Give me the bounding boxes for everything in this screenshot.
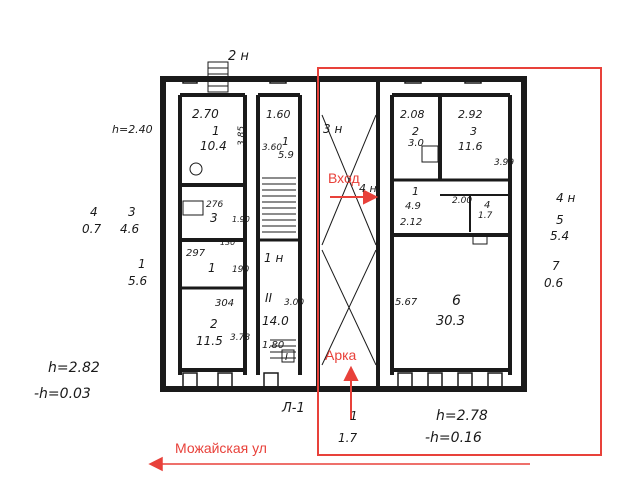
plan-label: -h=0.16 xyxy=(425,430,482,446)
plan-label: 6 xyxy=(452,293,461,309)
plan-label: 2.08 xyxy=(400,108,425,121)
plan-label: II xyxy=(265,291,273,305)
bath-icon xyxy=(182,200,204,216)
plan-label: 11.6 xyxy=(458,140,483,153)
plan-label: 1.80 xyxy=(262,340,284,351)
plan-label: 2 н xyxy=(228,49,249,64)
plan-label: 1 xyxy=(138,257,146,271)
small-fixture-icon xyxy=(281,349,295,363)
plan-label: 1.7 xyxy=(338,431,357,445)
plan-label: 30.3 xyxy=(436,314,465,329)
plan-label: 2.92 xyxy=(458,108,483,121)
plan-label: 5.6 xyxy=(128,274,147,288)
entrance-label: Вход xyxy=(328,170,360,186)
plan-label: 3.85 xyxy=(237,126,247,146)
plan-label: h=2.82 xyxy=(48,360,100,376)
plan-label: 2 xyxy=(412,125,419,138)
plan-label: 276 xyxy=(206,200,223,210)
arch-cross xyxy=(321,249,377,366)
top-stairs xyxy=(207,61,229,93)
plan-label: 4.6 xyxy=(120,222,139,236)
plan-label: 1.60 xyxy=(266,108,291,121)
plan-label: 5.9 xyxy=(278,150,294,161)
arch-label: Арка xyxy=(325,347,357,363)
plan-label: 7 xyxy=(552,259,560,273)
plan-label: 3 xyxy=(470,125,477,138)
plan-label: 304 xyxy=(215,298,234,309)
stair-treads xyxy=(262,177,296,359)
plan-label: 4 н xyxy=(556,191,575,205)
plan-label: 3.0 xyxy=(408,138,424,149)
plan-label: 3.60 xyxy=(262,143,282,153)
plan-label: 3 xyxy=(210,211,218,225)
plan-label: 4 н xyxy=(359,182,377,195)
plan-label: 2 xyxy=(210,317,218,331)
plan-label: 4 xyxy=(484,200,490,211)
plan-label: -h=0.03 xyxy=(34,386,91,402)
plan-label: 5 xyxy=(556,213,564,227)
plan-label: 11.5 xyxy=(196,334,223,348)
plan-label: 1.90 xyxy=(232,215,250,224)
plan-label: 4.9 xyxy=(405,201,421,212)
plan-label: 297 xyxy=(186,248,206,259)
plan-label: 5.4 xyxy=(550,229,569,243)
plan-label: 3.00 xyxy=(284,298,304,308)
outer-wall xyxy=(160,76,527,392)
plan-label: Л-1 xyxy=(281,401,305,416)
plan-label: 1 н xyxy=(264,251,283,265)
stove-icon xyxy=(421,145,439,163)
plan-label: 10.4 xyxy=(200,139,227,153)
plan-label: 1 xyxy=(282,135,289,148)
plan-label: 130 xyxy=(220,238,235,247)
windows xyxy=(182,76,503,392)
plan-label: 14.0 xyxy=(262,314,289,328)
plan-label: 4 xyxy=(90,205,98,219)
plan-labels: 2 н h=2.40 2.70 1 10.4 3.85 276 3 1.90 4… xyxy=(34,49,575,446)
plan-label: 3.78 xyxy=(230,333,250,343)
small-fixture-icon xyxy=(472,235,488,245)
plan-label: 1 xyxy=(350,409,358,423)
plan-label: 2.70 xyxy=(192,107,219,121)
plan-label: 2.12 xyxy=(400,217,422,228)
plan-label: 2.00 xyxy=(452,196,472,206)
plan-label: 1 xyxy=(208,261,216,275)
highlight-frame xyxy=(317,67,602,456)
plan-label: 5.67 xyxy=(395,297,418,308)
plan-label: 1 xyxy=(412,185,419,198)
sink-icon xyxy=(189,162,203,176)
plan-label: 190 xyxy=(232,265,249,275)
street-arrow xyxy=(148,456,530,472)
plan-label: 3 н xyxy=(323,122,342,136)
plan-label: 3 xyxy=(128,205,136,219)
plan-label: 0.7 xyxy=(82,222,101,236)
arch-cross xyxy=(321,114,377,246)
plan-label: 3.99 xyxy=(494,158,514,168)
plan-label: h=2.40 xyxy=(112,123,153,136)
arch-arrow xyxy=(343,365,359,420)
plan-label: h=2.78 xyxy=(436,408,488,424)
street-label: Можайская ул xyxy=(175,440,267,456)
plan-label: 1.7 xyxy=(478,211,493,221)
plan-label: 0.6 xyxy=(544,276,563,290)
plan-label: 1 xyxy=(212,124,220,138)
entrance-arrow xyxy=(330,189,379,205)
plan-label: I xyxy=(285,352,288,363)
